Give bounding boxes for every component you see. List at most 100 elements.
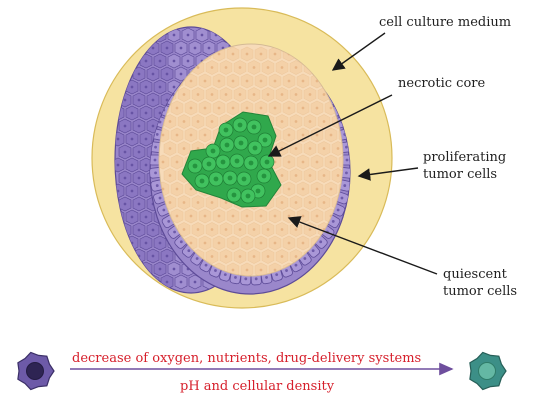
cell-nucleus xyxy=(217,106,221,110)
cell-nucleus xyxy=(168,201,172,204)
cell-nucleus xyxy=(162,208,166,212)
cell-nucleus xyxy=(172,59,176,63)
cell-nucleus xyxy=(259,268,263,272)
cell-nucleus xyxy=(287,160,291,164)
cell-nucleus xyxy=(179,46,183,50)
cell-nucleus xyxy=(130,33,134,37)
cell-nucleus xyxy=(238,93,242,96)
gradient-text-line1: decrease of oxygen, nutrients, drug-deli… xyxy=(72,351,421,366)
cell-nucleus xyxy=(231,192,237,198)
cell-nucleus xyxy=(231,268,235,272)
cell-nucleus xyxy=(151,46,155,50)
cell-nucleus xyxy=(227,175,233,181)
cell-nucleus xyxy=(234,276,237,279)
cell-nucleus xyxy=(301,214,305,218)
cell-nucleus xyxy=(294,66,298,69)
cell-nucleus xyxy=(137,150,141,154)
cell-nucleus xyxy=(210,255,214,258)
cell-nucleus xyxy=(231,52,235,56)
cell-nucleus xyxy=(204,263,208,267)
cell-nucleus xyxy=(144,137,148,141)
cell-nucleus xyxy=(266,228,270,231)
cell-nucleus xyxy=(266,66,270,69)
cell-nucleus xyxy=(345,158,349,162)
cell-nucleus xyxy=(301,106,305,110)
necrotic-core-label: necrotic core xyxy=(398,76,486,91)
cell-nucleus xyxy=(273,160,277,164)
cell-nucleus xyxy=(331,219,335,223)
cell-nucleus xyxy=(280,93,284,96)
cell-nucleus xyxy=(280,255,284,258)
cell-nucleus xyxy=(130,215,134,219)
cell-nucleus xyxy=(199,178,205,184)
cell-nucleus xyxy=(245,79,249,83)
cell-nucleus xyxy=(273,79,277,83)
cell-nucleus xyxy=(280,201,284,204)
cell-nucleus xyxy=(308,93,312,96)
cell-nucleus xyxy=(308,147,312,150)
cell-nucleus xyxy=(315,160,319,164)
cell-nucleus xyxy=(294,201,298,204)
cell-nucleus xyxy=(154,145,157,149)
cell-nucleus xyxy=(158,111,162,115)
cell-nucleus xyxy=(251,124,257,130)
cell-nucleus xyxy=(224,201,228,204)
cell-nucleus xyxy=(130,267,134,271)
cell-nucleus xyxy=(231,241,235,245)
gradient-text-line2: pH and cellular density xyxy=(180,379,335,394)
cell-nucleus xyxy=(315,106,319,110)
cell-nucleus xyxy=(287,214,291,218)
cell-nucleus xyxy=(123,280,127,284)
cell-nucleus xyxy=(294,147,298,150)
cell-nucleus xyxy=(155,133,159,136)
cell-nucleus xyxy=(130,111,134,115)
cell-nucleus xyxy=(196,201,200,204)
cell-nucleus xyxy=(308,120,312,123)
cell-nucleus xyxy=(182,228,186,231)
cell-nucleus xyxy=(182,201,186,204)
cell-nucleus xyxy=(206,161,212,167)
quiescent-cell xyxy=(338,154,343,170)
cell-nucleus xyxy=(144,189,148,193)
cell-nucleus xyxy=(210,120,214,123)
cell-nucleus xyxy=(186,59,190,63)
cell-nucleus xyxy=(189,106,193,110)
spheroid-surface-cell xyxy=(115,261,125,277)
cell-nucleus xyxy=(203,106,207,110)
cell-nucleus xyxy=(116,163,120,167)
cell-nucleus xyxy=(287,241,291,245)
quiescent-label-line2: tumor cells xyxy=(443,284,517,299)
cell-nucleus xyxy=(158,196,162,200)
cell-nucleus xyxy=(165,280,169,284)
cell-nucleus xyxy=(245,214,249,218)
cell-nucleus xyxy=(217,52,221,56)
cell-nucleus xyxy=(151,98,155,102)
cell-nucleus xyxy=(123,150,127,154)
cell-nucleus xyxy=(153,158,157,162)
cell-nucleus xyxy=(203,133,207,137)
cell-nucleus xyxy=(175,214,179,218)
cell-nucleus xyxy=(116,267,120,271)
cell-nucleus xyxy=(158,267,162,271)
cell-nucleus xyxy=(165,254,169,258)
cell-nucleus xyxy=(123,46,127,50)
cell-nucleus xyxy=(182,93,186,96)
cell-nucleus xyxy=(217,241,221,245)
cell-nucleus xyxy=(144,85,148,89)
cell-nucleus xyxy=(144,163,148,167)
cell-nucleus xyxy=(259,52,263,56)
cell-nucleus xyxy=(195,257,199,260)
cell-nucleus xyxy=(123,124,127,128)
cell-nucleus xyxy=(294,228,298,231)
cell-nucleus xyxy=(311,249,315,253)
cell-nucleus xyxy=(294,255,298,258)
cell-nucleus xyxy=(189,187,193,191)
cell-nucleus xyxy=(173,230,176,234)
cell-nucleus xyxy=(224,228,228,231)
cell-nucleus xyxy=(343,184,347,187)
cell-nucleus xyxy=(308,201,312,204)
cell-nucleus xyxy=(315,79,319,83)
cell-nucleus xyxy=(144,241,148,245)
cell-nucleus xyxy=(224,66,228,69)
cell-nucleus xyxy=(478,362,496,380)
